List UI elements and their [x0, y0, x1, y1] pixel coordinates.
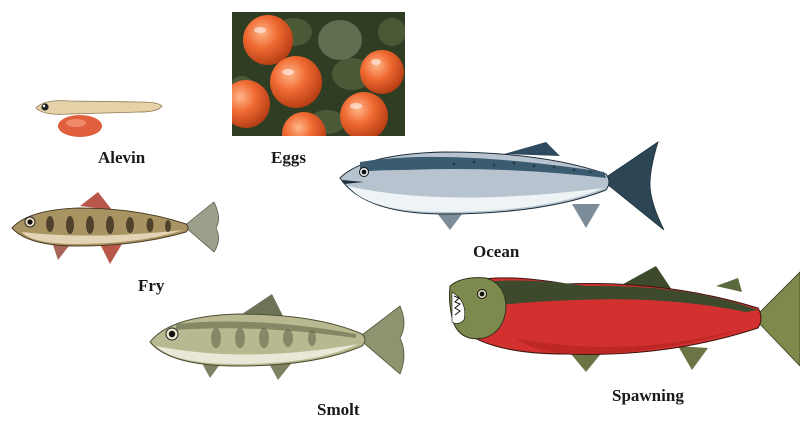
spawning-salmon-image — [446, 262, 800, 378]
smolt-label: Smolt — [317, 400, 360, 420]
ocean-label: Ocean — [473, 242, 519, 262]
smolt-image — [146, 290, 408, 388]
eggs-image — [232, 12, 405, 136]
fry-label: Fry — [138, 276, 164, 296]
spawning-label: Spawning — [612, 386, 684, 406]
eggs-label: Eggs — [271, 148, 306, 168]
ocean-salmon-image — [334, 138, 668, 238]
alevin-label: Alevin — [98, 148, 145, 168]
fry-image — [8, 188, 223, 268]
alevin-image — [30, 96, 165, 140]
